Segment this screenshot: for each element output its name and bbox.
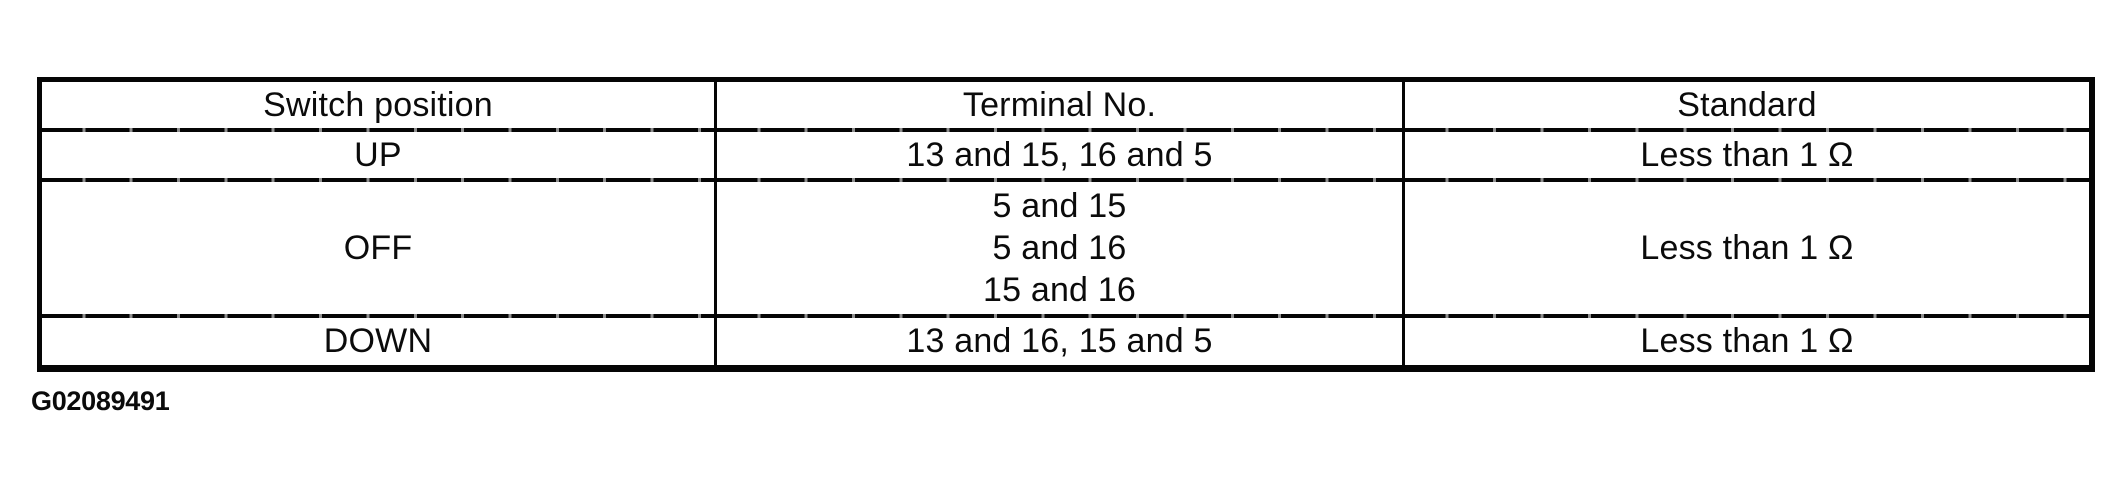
cell-standard-off: Less than 1 Ω bbox=[1405, 182, 2089, 318]
header-switch-position: Switch position bbox=[42, 82, 717, 132]
cell-switch-position-down: DOWN bbox=[42, 318, 717, 365]
table-row-off: OFF 5 and 15 5 and 16 15 and 16 Less tha… bbox=[42, 182, 2089, 318]
table-header-row: Switch position Terminal No. Standard bbox=[42, 82, 2089, 132]
figure-id: G02089491 bbox=[31, 386, 170, 416]
terminal-pair-line: 5 and 16 bbox=[992, 229, 1127, 267]
header-standard: Standard bbox=[1405, 82, 2089, 132]
cell-terminal-no-off: 5 and 15 5 and 16 15 and 16 bbox=[717, 182, 1405, 318]
table-row-up: UP 13 and 15, 16 and 5 Less than 1 Ω bbox=[42, 132, 2089, 182]
cell-switch-position-up: UP bbox=[42, 132, 717, 182]
cell-terminal-no-up: 13 and 15, 16 and 5 bbox=[717, 132, 1405, 182]
header-terminal-no: Terminal No. bbox=[717, 82, 1405, 132]
terminal-pair-line: 15 and 16 bbox=[982, 271, 1137, 309]
cell-terminal-no-down: 13 and 16, 15 and 5 bbox=[717, 318, 1405, 365]
switch-continuity-spec-table: Switch position Terminal No. Standard UP… bbox=[37, 77, 2095, 372]
cell-standard-up: Less than 1 Ω bbox=[1405, 132, 2089, 182]
table-row-down: DOWN 13 and 16, 15 and 5 Less than 1 Ω bbox=[42, 318, 2089, 365]
cell-standard-down: Less than 1 Ω bbox=[1640, 322, 1854, 360]
terminal-pair-line: 5 and 15 bbox=[992, 187, 1127, 225]
cell-switch-position-off: OFF bbox=[42, 182, 717, 318]
